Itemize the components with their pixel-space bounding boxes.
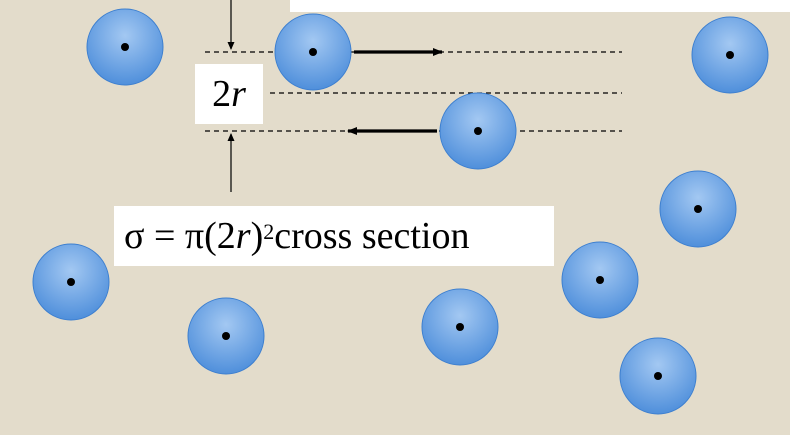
particle-center-dot [474, 127, 482, 135]
particle-center-dot [222, 332, 230, 340]
diameter-label-number: 2 [212, 73, 232, 115]
particle-center-dot [67, 278, 75, 286]
formula-exponent: 2 [263, 219, 275, 244]
particles-group [32, 8, 769, 415]
particle-center-dot [726, 51, 734, 59]
particle-center-dot [309, 48, 317, 56]
particle-center-dot [596, 276, 604, 284]
top-white-strip [290, 0, 790, 12]
formula-variable: r [235, 215, 251, 257]
formula-close-paren: ) [250, 215, 264, 257]
particle-center-dot [654, 372, 662, 380]
diameter-label-variable: r [231, 73, 246, 115]
particle-center-dot [694, 205, 702, 213]
particle-center-dot [456, 323, 464, 331]
formula-suffix: cross section [274, 215, 470, 257]
formula-prefix: σ = π(2 [124, 215, 236, 257]
particle-center-dot [121, 43, 129, 51]
